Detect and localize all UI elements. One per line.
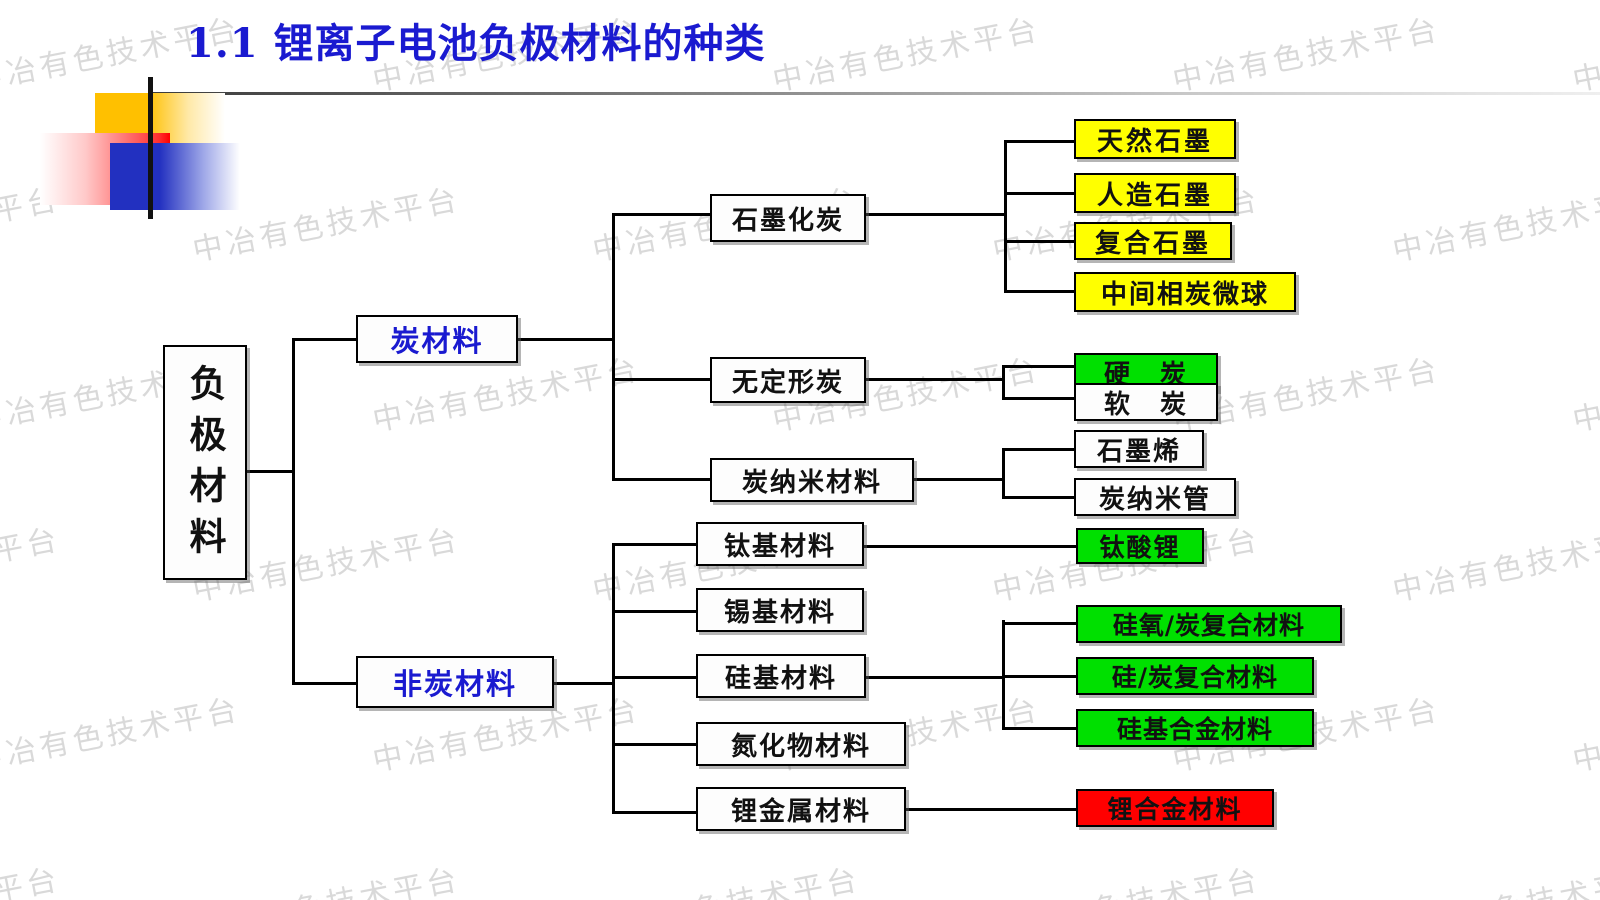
connector-to-si-alloy bbox=[1002, 727, 1076, 730]
node-natural-graphite[interactable]: 天然石墨 bbox=[1074, 119, 1236, 159]
node-carbon-nanotube[interactable]: 炭纳米管 bbox=[1074, 478, 1236, 516]
node-graphene[interactable]: 石墨烯 bbox=[1074, 430, 1204, 468]
node-carbon-material[interactable]: 炭材料 bbox=[356, 315, 518, 363]
connector-to-artificial-graphite bbox=[1004, 192, 1076, 195]
node-non-carbon-material[interactable]: 非炭材料 bbox=[356, 656, 554, 708]
connector-to-nanocarbon bbox=[612, 478, 712, 481]
node-lithium-titanate[interactable]: 钛酸锂 bbox=[1076, 528, 1204, 564]
connector-carbon-spine-stub bbox=[564, 338, 614, 341]
connector-noncarbon-out bbox=[552, 682, 612, 685]
connector-nanocarbon-out bbox=[912, 478, 1004, 481]
connector-lithium-out bbox=[906, 808, 1076, 811]
logo-vertical-bar bbox=[148, 77, 153, 219]
connector-noncarbon-spine bbox=[612, 545, 615, 813]
connector-trunk-to-carbon bbox=[292, 338, 358, 341]
node-silicon-based-material[interactable]: 硅基材料 bbox=[696, 654, 866, 698]
connector-to-cnt bbox=[1002, 496, 1076, 499]
connector-graphitized-out bbox=[864, 213, 1006, 216]
connector-carbon-out bbox=[516, 338, 566, 341]
decorative-logo bbox=[0, 0, 300, 230]
node-composite-graphite[interactable]: 复合石墨 bbox=[1074, 222, 1232, 260]
connector-to-natural-graphite bbox=[1004, 140, 1076, 143]
node-root-anode-material[interactable]: 负极材料 bbox=[163, 345, 247, 580]
connector-to-nitride bbox=[612, 743, 712, 746]
node-tin-based-material[interactable]: 锡基材料 bbox=[696, 588, 864, 632]
node-graphitized-carbon[interactable]: 石墨化炭 bbox=[710, 194, 866, 242]
connector-graphite-spine bbox=[1004, 142, 1007, 292]
node-lithium-alloy-material[interactable]: 锂合金材料 bbox=[1076, 789, 1274, 827]
node-lithium-metal-material[interactable]: 锂金属材料 bbox=[696, 787, 906, 831]
node-artificial-graphite[interactable]: 人造石墨 bbox=[1074, 173, 1236, 213]
connector-to-siox-c bbox=[1002, 622, 1076, 625]
node-si-alloy-material[interactable]: 硅基合金材料 bbox=[1076, 709, 1314, 747]
node-soft-carbon[interactable]: 软 炭 bbox=[1074, 383, 1218, 421]
node-mcmb[interactable]: 中间相炭微球 bbox=[1074, 272, 1296, 312]
connector-to-graphene bbox=[1002, 448, 1076, 451]
connector-to-silicon bbox=[612, 676, 712, 679]
connector-carbon-spine bbox=[612, 215, 615, 480]
page-title: 1.1 锂离子电池负极材料的种类 bbox=[186, 20, 766, 67]
connector-silicon-out bbox=[866, 676, 1004, 679]
node-nitride-material[interactable]: 氮化物材料 bbox=[696, 722, 906, 766]
logo-blue-block bbox=[110, 143, 240, 210]
connector-root-trunk bbox=[246, 470, 294, 473]
connector-nanocarbon-spine bbox=[1002, 448, 1005, 498]
connector-amorphous-out bbox=[864, 378, 1004, 381]
connector-to-amorphous bbox=[612, 378, 712, 381]
connector-to-titanium bbox=[612, 543, 712, 546]
connector-titanium-out bbox=[864, 545, 1076, 548]
node-si-carbon-composite[interactable]: 硅/炭复合材料 bbox=[1076, 657, 1314, 695]
connector-to-mcmb bbox=[1004, 290, 1076, 293]
node-titanium-based-material[interactable]: 钛基材料 bbox=[696, 522, 864, 566]
node-nano-carbon-material[interactable]: 炭纳米材料 bbox=[710, 458, 914, 502]
connector-to-lithium-metal bbox=[612, 811, 712, 814]
node-amorphous-carbon[interactable]: 无定形炭 bbox=[710, 357, 866, 403]
connector-to-graphitized bbox=[612, 213, 712, 216]
connector-to-soft-carbon bbox=[1002, 397, 1076, 400]
connector-to-composite-graphite bbox=[1004, 240, 1076, 243]
connector-trunk-to-noncarbon bbox=[292, 682, 358, 685]
connector-to-hard-carbon bbox=[1002, 365, 1076, 368]
node-siox-carbon-composite[interactable]: 硅氧/炭复合材料 bbox=[1076, 605, 1342, 643]
connector-to-si-c bbox=[1002, 675, 1076, 678]
title-divider bbox=[150, 92, 1600, 95]
connector-to-tin bbox=[612, 610, 712, 613]
connector-amorphous-spine bbox=[1002, 365, 1005, 400]
connector-trunk-vertical bbox=[292, 340, 295, 685]
